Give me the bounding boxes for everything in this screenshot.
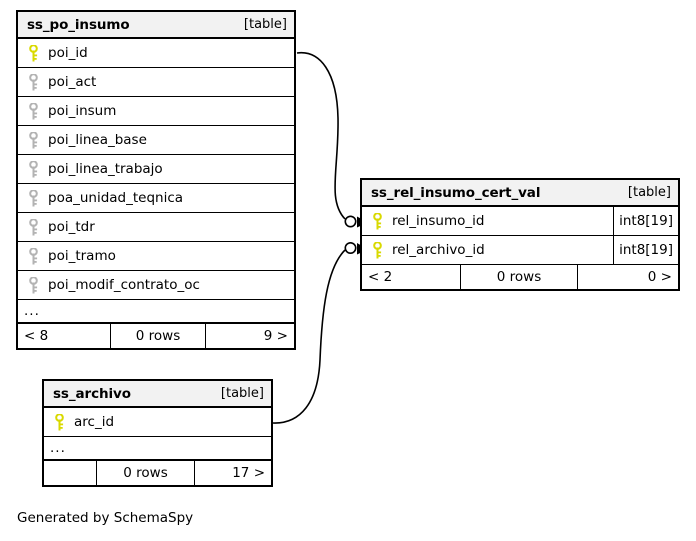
table-row[interactable]: poi_modif_contrato_oc	[18, 271, 294, 300]
footer-row-count: 0 rows	[460, 265, 578, 289]
table-node-ss-archivo[interactable]: ss_archivo [table] arc_id ... 0 rows 17 …	[42, 379, 273, 487]
generated-by-label: Generated by SchemaSpy	[17, 510, 194, 526]
table-title: ss_po_insumo	[27, 16, 130, 33]
table-footer: < 8 0 rows 9 >	[18, 324, 294, 348]
table-type-tag: [table]	[627, 185, 671, 200]
foreign-key-icon	[22, 247, 44, 265]
column-name: arc_id	[74, 414, 115, 430]
column-name: poi_tramo	[48, 248, 116, 264]
column-name: rel_insumo_id	[392, 213, 485, 229]
footer-prev-count[interactable]: < 2	[368, 269, 393, 285]
table-row[interactable]: rel_archivo_id int8[19]	[362, 236, 678, 265]
foreign-key-icon	[22, 73, 44, 91]
primary-key-icon	[22, 44, 44, 62]
footer-row-count: 0 rows	[110, 324, 206, 348]
table-row[interactable]: poi_tramo	[18, 242, 294, 271]
column-name: poi_act	[48, 74, 97, 90]
more-columns-row: ...	[44, 437, 271, 461]
table-row[interactable]: poi_insum	[18, 97, 294, 126]
footer-row-count: 0 rows	[96, 461, 195, 485]
column-type: int8[19]	[613, 236, 678, 264]
foreign-key-icon	[22, 131, 44, 149]
footer-next-count[interactable]: 0 >	[647, 269, 672, 285]
table-title: ss_rel_insumo_cert_val	[371, 184, 541, 201]
table-row[interactable]: arc_id	[44, 408, 271, 437]
column-name: poi_modif_contrato_oc	[48, 277, 200, 293]
cardinality-zero-circle	[344, 242, 357, 255]
primary-key-icon	[366, 241, 388, 259]
column-name: rel_archivo_id	[392, 242, 485, 258]
ellipsis-label: ...	[50, 440, 66, 456]
table-type-tag: [table]	[220, 386, 264, 401]
table-row[interactable]: rel_insumo_id int8[19]	[362, 207, 678, 236]
table-node-ss-po-insumo[interactable]: ss_po_insumo [table] poi_id	[16, 10, 296, 350]
foreign-key-icon	[22, 102, 44, 120]
footer-prev-count[interactable]	[44, 461, 96, 485]
table-header: ss_po_insumo [table]	[18, 12, 294, 39]
table-row[interactable]: poi_id	[18, 39, 294, 68]
table-node-ss-rel-insumo-cert-val[interactable]: ss_rel_insumo_cert_val [table] rel_insum…	[360, 178, 680, 291]
footer-next-count[interactable]: 9 >	[263, 328, 288, 344]
column-name: poi_linea_trabajo	[48, 161, 163, 177]
table-row[interactable]: poi_tdr	[18, 213, 294, 242]
table-footer: < 2 0 rows 0 >	[362, 265, 678, 289]
foreign-key-icon	[22, 160, 44, 178]
more-columns-row: ...	[18, 300, 294, 324]
table-title: ss_archivo	[53, 385, 131, 402]
table-row[interactable]: poi_linea_base	[18, 126, 294, 155]
column-type: int8[19]	[613, 207, 678, 235]
table-row[interactable]: poi_linea_trabajo	[18, 155, 294, 184]
column-name: poi_linea_base	[48, 132, 147, 148]
primary-key-icon	[48, 413, 70, 431]
ellipsis-label: ...	[24, 303, 40, 319]
table-row[interactable]: poa_unidad_teqnica	[18, 184, 294, 213]
column-name: poi_tdr	[48, 219, 95, 235]
footer-next-count[interactable]: 17 >	[232, 465, 265, 481]
foreign-key-icon	[22, 189, 44, 207]
table-row[interactable]: poi_act	[18, 68, 294, 97]
relationship-edge-arc-id-to-rel-archivo-id	[272, 249, 346, 424]
column-name: poi_insum	[48, 103, 117, 119]
relationship-edge-poi-id-to-rel-insumo-id	[296, 52, 346, 220]
table-footer: 0 rows 17 >	[44, 461, 271, 485]
column-name: poa_unidad_teqnica	[48, 190, 184, 206]
cardinality-zero-circle	[344, 215, 357, 228]
foreign-key-icon	[22, 276, 44, 294]
table-type-tag: [table]	[243, 17, 287, 32]
table-header: ss_rel_insumo_cert_val [table]	[362, 180, 678, 207]
foreign-key-icon	[22, 218, 44, 236]
primary-key-icon	[366, 212, 388, 230]
footer-prev-count[interactable]: < 8	[24, 328, 49, 344]
column-name: poi_id	[48, 45, 88, 61]
table-header: ss_archivo [table]	[44, 381, 271, 408]
